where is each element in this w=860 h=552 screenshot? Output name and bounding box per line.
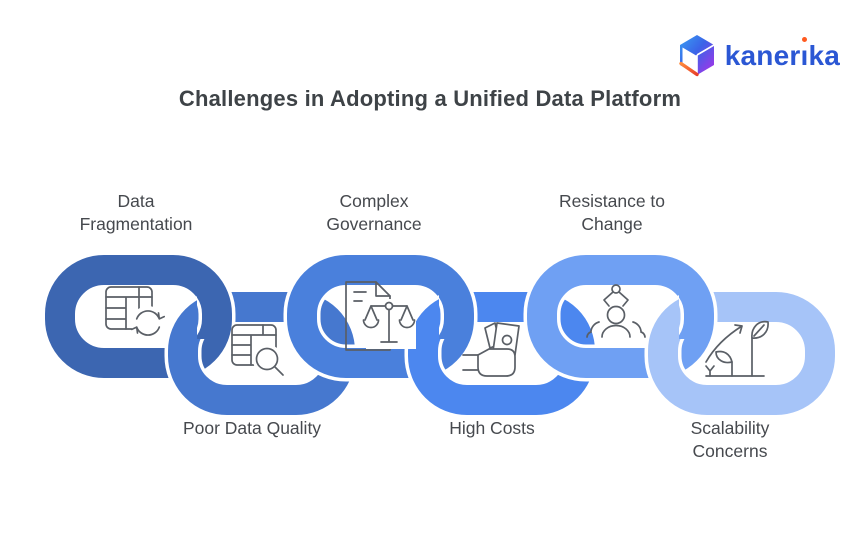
brand-i-dot bbox=[801, 36, 808, 42]
hand-money-icon bbox=[462, 322, 520, 377]
table-search-icon bbox=[231, 324, 284, 376]
weave-fix-1-2 bbox=[197, 283, 236, 339]
weave-fix-5-6 bbox=[679, 283, 718, 339]
document-scales-icon bbox=[345, 281, 416, 351]
chain-link-scalability-concerns bbox=[644, 288, 839, 419]
kanerika-cube-icon bbox=[679, 35, 715, 77]
weave-fix-3-4 bbox=[439, 283, 478, 339]
page-title: Challenges in Adopting a Unified Data Pl… bbox=[178, 86, 682, 111]
plant-growth-icon bbox=[705, 320, 769, 377]
label-high-costs: High Costs bbox=[449, 418, 535, 438]
claw-person-icon bbox=[586, 284, 646, 338]
label-poor-data-quality: Poor Data Quality bbox=[182, 418, 322, 438]
table-sync-icon bbox=[105, 286, 166, 340]
